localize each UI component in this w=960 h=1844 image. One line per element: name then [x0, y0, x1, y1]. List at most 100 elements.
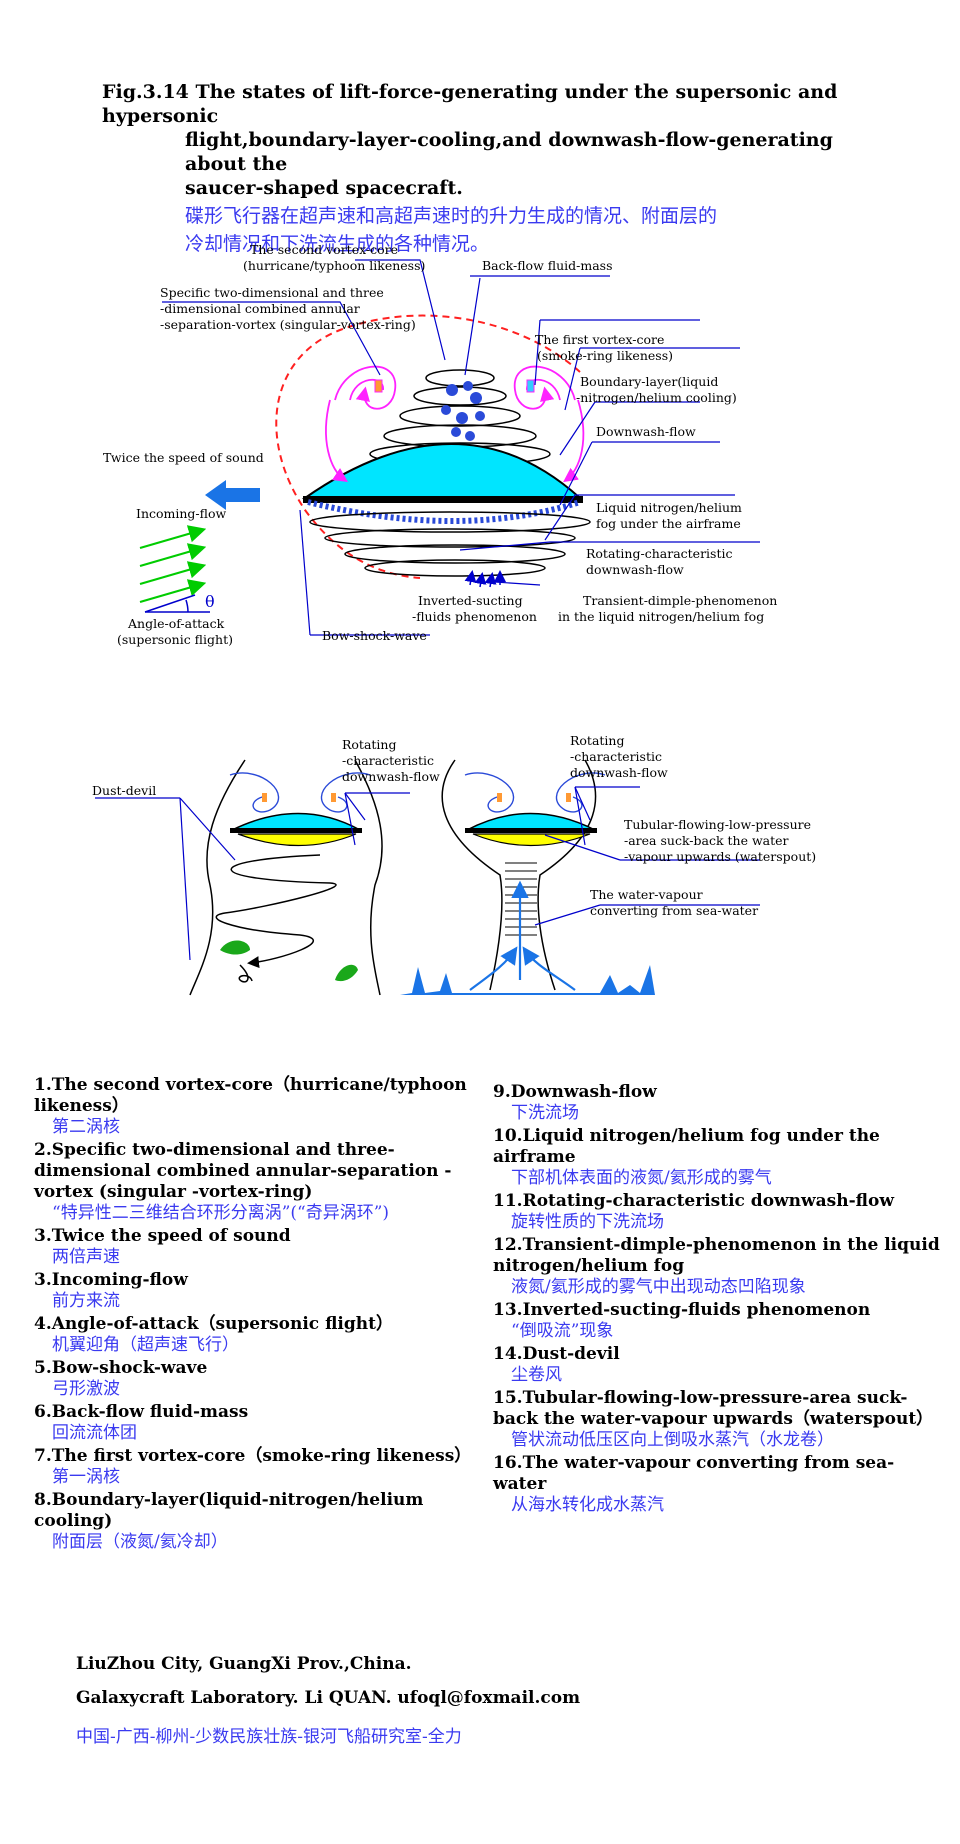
label-water-2: converting from sea-water — [590, 903, 758, 918]
right-core-marker — [526, 379, 535, 393]
legend-item: 1.The second vortex-core（hurricane/typho… — [34, 1075, 484, 1138]
left-core-a — [262, 793, 267, 802]
backflow-dots — [441, 381, 485, 441]
legend-zh: 两倍声速 — [52, 1247, 120, 1267]
label-first-core-2: (smoke-ring likeness) — [537, 348, 673, 363]
label-backflow: Back-flow fluid-mass — [482, 258, 613, 273]
legend-en: 3.Incoming-flow — [34, 1270, 188, 1290]
caption-zh-2: 冷却情况和下洗流生成的各种情况。 — [185, 233, 490, 255]
legend-zh: “特异性二三维结合环形分离涡”(“奇异涡环”) — [52, 1203, 390, 1223]
label-tubular-2: -area suck-back the water — [624, 833, 789, 848]
legend-zh: 从海水转化成水蒸汽 — [511, 1495, 664, 1515]
label-bow-shock: Bow-shock-wave — [322, 628, 427, 643]
legend-en: 10.Liquid nitrogen/helium fog under the … — [493, 1126, 880, 1167]
legend-zh: 下洗流场 — [511, 1103, 579, 1123]
legend-en: 9.Downwash-flow — [493, 1082, 657, 1102]
label-tubular-3: -vapour upwards (waterspout) — [624, 849, 816, 864]
legend-zh: 回流流体团 — [52, 1423, 137, 1443]
right-vortices — [464, 772, 606, 813]
theta-label: θ — [205, 592, 215, 611]
legend-en: 16.The water-vapour converting from sea-… — [493, 1453, 895, 1494]
label-angle-2: (supersonic flight) — [117, 632, 233, 647]
label-rotating-a-2: -characteristic — [342, 753, 434, 768]
label-dust-devil: Dust-devil — [92, 783, 156, 798]
diagram2-leaders — [95, 786, 760, 961]
legend-en: 8.Boundary-layer(liquid-nitrogen/helium … — [34, 1490, 424, 1531]
legend-zh: 第一涡核 — [52, 1467, 120, 1487]
label-liquid-2: fog under the airframe — [596, 516, 741, 531]
label-rotating-b-3: downwash-flow — [570, 765, 668, 780]
label-boundary-2: -nitrogen/helium cooling) — [576, 390, 737, 405]
label-rotating-b-2: -characteristic — [570, 749, 662, 764]
label-inverted-1: Inverted-sucting — [418, 593, 523, 608]
caption-line-3: saucer-shaped spacecraft. — [185, 177, 463, 199]
legend-item: 4.Angle-of-attack（supersonic flight）机翼迎角… — [34, 1314, 484, 1356]
diagram-supersonic-saucer: θ The second vortex-core (hurricane/typh… — [103, 242, 777, 647]
legend-zh: 尘卷风 — [511, 1365, 562, 1385]
right-saucer-rim — [465, 828, 597, 833]
legend-item: 7.The first vortex-core（smoke-ring liken… — [34, 1446, 484, 1488]
label-inverted-2: -fluids phenomenon — [412, 609, 537, 624]
footer-lab: Galaxycraft Laboratory. Li QUAN. ufoql@f… — [76, 1688, 581, 1708]
legend-en: 13.Inverted-sucting-fluids phenomenon — [493, 1300, 871, 1320]
footer-city: LiuZhou City, GuangXi Prov.,China. — [76, 1654, 412, 1674]
bow-shock-arc — [275, 314, 581, 579]
legend-zh: 机翼迎角（超声速飞行） — [52, 1335, 239, 1355]
angle-of-attack-symbol — [144, 594, 210, 613]
legend-zh: 液氮/氦形成的雾气中出现动态凹陷现象 — [511, 1277, 806, 1297]
legend-en: 6.Back-flow fluid-mass — [34, 1402, 249, 1422]
label-twice-speed: Twice the speed of sound — [103, 450, 264, 465]
left-saucer — [231, 812, 361, 831]
label-second-core-2: (hurricane/typhoon likeness) — [243, 258, 425, 273]
leaf-left — [220, 940, 250, 955]
right-core-a — [497, 793, 502, 802]
legend-zh: 附面层（液氮/氦冷却） — [52, 1532, 228, 1552]
legend-en: 1.The second vortex-core（hurricane/typho… — [34, 1075, 467, 1116]
label-second-core-1: The second vortex-core — [250, 242, 398, 257]
label-incoming: Incoming-flow — [136, 506, 227, 521]
caption-line-1: Fig.3.14 The states of lift-force-genera… — [102, 81, 838, 127]
legend-en: 12.Transient-dimple-phenomenon in the li… — [493, 1235, 940, 1276]
label-rotating-a-1: Rotating — [342, 737, 397, 752]
sea-waves — [400, 965, 655, 995]
legend-en: 2.Specific two-dimensional and three-dim… — [34, 1140, 452, 1202]
diagram-dust-devil-waterspout: Rotating -characteristic downwash-flow R… — [92, 735, 816, 996]
figure-caption: Fig.3.14 The states of lift-force-genera… — [102, 80, 862, 256]
right-saucer-under — [472, 833, 591, 847]
label-transient-2: in the liquid nitrogen/helium fog — [558, 609, 764, 624]
left-saucer-rim — [230, 828, 362, 833]
legend-en: 3.Twice the speed of sound — [34, 1226, 291, 1246]
label-rotating-2: downwash-flow — [586, 562, 684, 577]
legend-item: 8.Boundary-layer(liquid-nitrogen/helium … — [34, 1490, 484, 1553]
footer: LiuZhou City, GuangXi Prov.,China. Galax… — [76, 1654, 580, 1761]
legend-zh: “倒吸流”现象 — [511, 1321, 614, 1341]
label-downwash: Downwash-flow — [596, 424, 696, 439]
label-boundary-1: Boundary-layer(liquid — [580, 374, 718, 389]
label-liquid-1: Liquid nitrogen/helium — [596, 500, 742, 515]
legend-en: 11.Rotating-characteristic downwash-flow — [493, 1191, 894, 1211]
legend-item: 12.Transient-dimple-phenomenon in the li… — [493, 1235, 943, 1298]
legend-item: 2.Specific two-dimensional and three-dim… — [34, 1140, 484, 1224]
label-tubular-1: Tubular-flowing-low-pressure — [624, 817, 811, 832]
label-specific-3: -separation-vortex (singular-vortex-ring… — [160, 317, 416, 332]
legend-en: 15.Tubular-flowing-low-pressure-area suc… — [493, 1388, 934, 1429]
flight-direction-arrow — [205, 480, 260, 510]
saucer-body — [301, 443, 583, 499]
legend-zh: 下部机体表面的液氮/氦形成的雾气 — [511, 1168, 772, 1188]
liquid-fog — [307, 499, 581, 524]
left-saucer-under — [237, 833, 357, 847]
vortex-left — [325, 365, 396, 483]
label-rotating-1: Rotating-characteristic — [586, 546, 732, 561]
legend-en: 7.The first vortex-core（smoke-ring liken… — [34, 1446, 472, 1466]
label-transient-1: Transient-dimple-phenomenon — [583, 593, 777, 608]
label-first-core-1: The first vortex-core — [535, 332, 664, 347]
legend-zh: 管状流动低压区向上倒吸水蒸汽（水龙卷） — [511, 1430, 834, 1450]
waterspout-funnel — [441, 759, 597, 991]
left-core-marker — [374, 379, 383, 393]
label-angle-1: Angle-of-attack — [127, 616, 225, 631]
